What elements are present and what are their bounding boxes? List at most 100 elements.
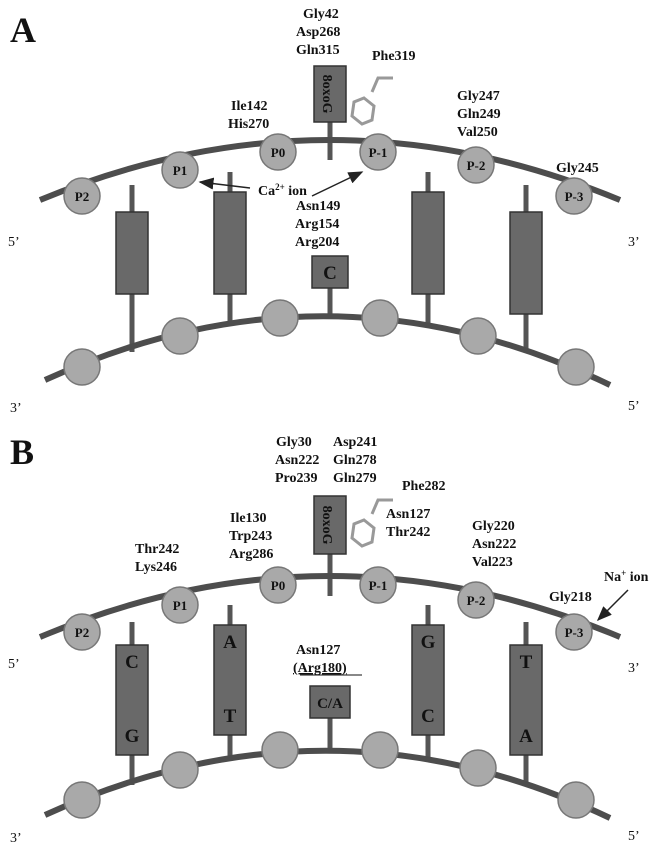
panel-b-res-asn222: Asn222	[275, 453, 319, 468]
panel-a-phosphate-p2	[63, 177, 101, 215]
panel-b-phosphate-p0	[259, 566, 297, 604]
panel-a-res-phe319: Phe319	[372, 49, 416, 64]
panel-b-res-val223: Val223	[472, 555, 513, 570]
panel-b-phosphate-pm3	[555, 613, 593, 651]
panel-b-pair3-top: G	[421, 632, 436, 653]
panel-b-pm3-label: P-3	[565, 625, 584, 640]
panel-b-base-pair-1	[115, 644, 149, 756]
panel-a-phosphate-p1	[161, 151, 199, 189]
panel-a-base-block-3	[411, 191, 445, 295]
panel-b-ion-arrow	[596, 589, 629, 622]
panel-b-res-thr242-b: Thr242	[386, 525, 430, 540]
panel-a-res-gln315: Gln315	[296, 43, 340, 58]
panel-b-base-pair-3	[411, 624, 445, 736]
panel-b-res-pro239: Pro239	[275, 471, 318, 486]
panel-a-end-5prime-top: 5’	[8, 235, 20, 250]
panel-b-res-asn127-a: Asn127	[386, 507, 430, 522]
panel-a-res-val250: Val250	[457, 125, 498, 140]
panel-b-phosphate-p1	[161, 586, 199, 624]
panel-b-phe-sidechain-icon	[350, 498, 393, 548]
panel-a-res-asn149: Asn149	[296, 199, 340, 214]
panel-a-res-gly42: Gly42	[303, 7, 339, 22]
panel-a-res-ile142: Ile142	[231, 99, 268, 114]
panel-a-phe-sidechain-icon	[350, 76, 393, 126]
panel-b-end-5prime-bottom: 5’	[628, 829, 640, 844]
panel-b-opposite-block	[309, 685, 351, 719]
panel-a-base-block-2	[213, 191, 247, 295]
panel-a-res-gly245: Gly245	[556, 161, 599, 176]
panel-b-bottom-nucleotides	[63, 731, 595, 819]
panel-b-res-phe282: Phe282	[402, 479, 446, 494]
panel-b-end-5prime-top: 5’	[8, 657, 20, 672]
panel-b-res-gln278: Gln278	[333, 453, 377, 468]
panel-a-base-block-1	[115, 211, 149, 295]
panel-b-res-thr242: Thr242	[135, 542, 179, 557]
panel-b-opposite-text: C/A	[317, 696, 343, 712]
panel-b-base-pair-4	[509, 644, 543, 756]
panel-b-p0-label: P0	[271, 578, 285, 593]
panel-b-pair4-bottom: A	[519, 726, 533, 747]
panel-a-ion-arrow-left	[198, 177, 251, 190]
panel-b-res-gly30: Gly30	[276, 435, 312, 450]
panel-a-lesion-block	[313, 65, 347, 123]
panel-b-pair1-bottom: G	[125, 726, 140, 747]
panel-b-res-asp241: Asp241	[333, 435, 377, 450]
panel-a-base-block-4	[509, 211, 543, 315]
panel-b-res-arg180: (Arg180)	[293, 661, 347, 676]
panel-a-res-arg204: Arg204	[295, 235, 339, 250]
panel-b-res-arg286: Arg286	[229, 547, 273, 562]
panel-a-p2-label: P2	[75, 189, 89, 204]
panel-a-bottom-nucleotides	[63, 299, 595, 386]
panel-b-res-ile130: Ile130	[230, 511, 267, 526]
panel-b-base-pair-2	[213, 624, 247, 736]
panel-a-opposite-block	[311, 255, 349, 289]
panel-a-res-his270: His270	[228, 117, 269, 132]
panel-a-p1-label: P1	[173, 163, 187, 178]
panel-a-top-strand	[38, 137, 622, 203]
panel-a-p0-label: P0	[271, 145, 285, 160]
panel-b-p1-label: P1	[173, 598, 187, 613]
panel-b-top-strand	[38, 573, 622, 640]
panel-a-res-asp268: Asp268	[296, 25, 340, 40]
panel-a-end-3prime-top: 3’	[628, 235, 640, 250]
panel-b-res-lys246: Lys246	[135, 560, 177, 575]
panel-a-ion-arrow-right	[311, 171, 364, 197]
panel-b-lesion-text: 8oxoG	[319, 506, 334, 545]
panel-b-res-asn127-b: Asn127	[296, 643, 340, 658]
panel-b-phosphate-pm1	[359, 566, 397, 604]
panel-a-pm1-label: P-1	[369, 145, 388, 160]
panel-b-pair4-top: T	[520, 652, 533, 673]
panel-a-phosphate-pm3	[555, 177, 593, 215]
panel-b-res-gly218: Gly218	[549, 590, 592, 605]
panel-a-phosphate-pm2	[457, 146, 495, 184]
panel-a-res-arg154: Arg154	[295, 217, 339, 232]
panel-b-p2-label: P2	[75, 625, 89, 640]
panel-a-pm3-label: P-3	[565, 189, 584, 204]
panel-a-end-3prime-bottom: 3’	[10, 401, 22, 416]
panel-a-bottom-strand	[43, 313, 612, 388]
panel-b-ion-label: Na+ ion	[604, 568, 649, 585]
panel-b-end-3prime-bottom: 3’	[10, 831, 22, 846]
panel-a-phosphate-pm1	[359, 133, 397, 171]
panel-b-pair1-top: C	[125, 652, 139, 673]
panel-b-res-trp243: Trp243	[229, 529, 272, 544]
panel-b-pair2-top: A	[223, 632, 237, 653]
panel-b-res-asn222-b: Asn222	[472, 537, 516, 552]
panel-b-res-gly220: Gly220	[472, 519, 515, 534]
panel-b-bottom-strand	[43, 747, 612, 821]
panel-b-lesion-block	[313, 495, 347, 555]
panel-b-pair2-bottom: T	[224, 706, 237, 727]
panel-a-label: A	[10, 10, 36, 50]
panel-b-pm1-label: P-1	[369, 578, 388, 593]
panel-a-phosphate-p0	[259, 133, 297, 171]
panel-b-res-gln279: Gln279	[333, 471, 377, 486]
panel-a-end-5prime-bottom: 5’	[628, 399, 640, 414]
panel-b: B 8oxoG C/A C G A T G	[8, 432, 649, 846]
panel-a-lesion-text: 8oxoG	[319, 75, 334, 114]
panel-a-res-gln249: Gln249	[457, 107, 501, 122]
panel-b-pm2-label: P-2	[467, 593, 486, 608]
panel-a-pm2-label: P-2	[467, 158, 486, 173]
panel-b-phosphate-pm2	[457, 581, 495, 619]
panel-a-ion-label: Ca2+ ion	[258, 182, 307, 199]
